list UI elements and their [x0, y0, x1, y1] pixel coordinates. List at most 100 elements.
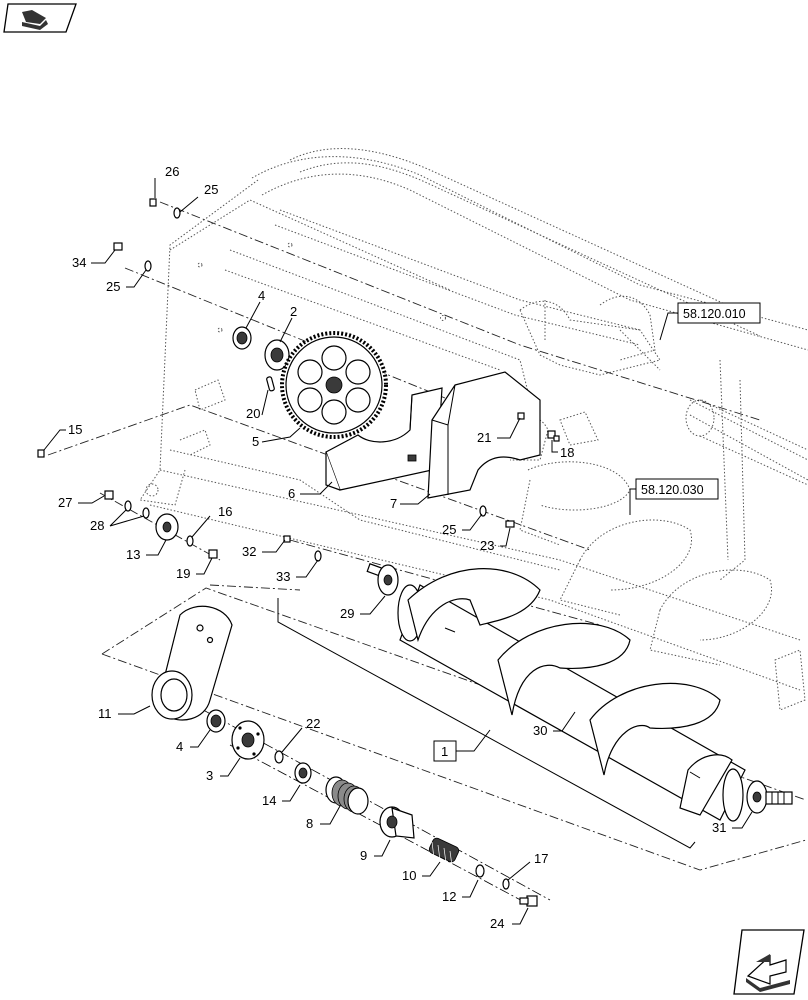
callout-12: 12	[442, 879, 479, 904]
stub-shaft-part-29	[366, 563, 399, 596]
washers-part-28	[124, 500, 150, 519]
callout-27: 27	[58, 495, 105, 510]
svg-text:4: 4	[176, 739, 183, 754]
svg-text:33: 33	[276, 569, 290, 584]
cover-part-7	[427, 371, 541, 499]
callout-14: 14	[262, 784, 301, 808]
callout-4-top: 4	[245, 288, 265, 329]
svg-text:25: 25	[106, 279, 120, 294]
svg-text:16: 16	[218, 504, 232, 519]
washer-part-16	[186, 535, 194, 547]
svg-text:24: 24	[490, 916, 504, 931]
nut-part-19	[208, 549, 218, 559]
svg-text:9: 9	[360, 848, 367, 863]
callout-19: 19	[176, 557, 213, 581]
callout-31: 31	[712, 811, 753, 835]
bolt-part-24	[519, 895, 538, 907]
callout-7: 7	[390, 493, 431, 511]
callout-25-low: 25	[442, 513, 483, 537]
bearing-part-4	[232, 326, 252, 350]
svg-text:25: 25	[442, 522, 456, 537]
callout-11: 11	[98, 705, 151, 721]
nut-part-18	[547, 430, 560, 442]
svg-text:14: 14	[262, 793, 276, 808]
callout-26: 26	[154, 164, 179, 198]
svg-text:58.120.030: 58.120.030	[641, 483, 704, 497]
svg-text:10: 10	[402, 868, 416, 883]
svg-text:34: 34	[72, 255, 86, 270]
washer-part-33	[314, 550, 322, 562]
svg-text:23: 23	[480, 538, 494, 553]
callout-13: 13	[126, 539, 167, 562]
washer-part-17	[502, 878, 510, 890]
svg-text:28: 28	[90, 518, 104, 533]
svg-text:11: 11	[98, 706, 112, 721]
washer-part-12	[475, 864, 485, 878]
sprocket-part-5	[280, 331, 388, 439]
svg-text:21: 21	[477, 430, 491, 445]
bolt-part-21	[517, 412, 525, 420]
callout-2: 2	[279, 304, 297, 343]
snap-ring-part-22	[274, 750, 284, 764]
svg-text:30: 30	[533, 723, 547, 738]
splined-hub-part-10	[428, 837, 460, 867]
clutch-part-9	[379, 806, 415, 839]
arm-plate-part-11	[151, 605, 233, 721]
callout-30: 30	[533, 711, 576, 738]
callout-34: 34	[72, 249, 116, 270]
nut-part-27	[104, 490, 114, 500]
callout-4-lower: 4	[176, 729, 211, 754]
svg-text:13: 13	[126, 547, 140, 562]
svg-text:29: 29	[340, 606, 354, 621]
bolt-part-32	[283, 535, 291, 543]
svg-text:19: 19	[176, 566, 190, 581]
washer-part-25-top	[173, 207, 181, 219]
reference-box-58-120-010[interactable]: 58.120.010	[659, 302, 761, 341]
callout-17: 17	[507, 851, 548, 881]
svg-text:58.120.010: 58.120.010	[683, 307, 746, 321]
svg-text:17: 17	[534, 851, 548, 866]
auger-part-30	[397, 568, 746, 822]
callout-1: 1	[433, 729, 491, 762]
callout-5: 5	[252, 427, 301, 449]
callout-15: 15	[43, 422, 82, 451]
svg-text:32: 32	[242, 544, 256, 559]
pin-part-20	[266, 376, 275, 392]
shield-part-6	[325, 387, 443, 491]
spring-part-8	[325, 776, 369, 815]
svg-text:25: 25	[204, 182, 218, 197]
svg-text:6: 6	[288, 486, 295, 501]
svg-text:5: 5	[252, 434, 259, 449]
callout-25-mid: 25	[106, 269, 147, 294]
callout-28: 28	[90, 509, 145, 533]
callout-10: 10	[402, 861, 441, 883]
svg-text:4: 4	[258, 288, 265, 303]
svg-text:18: 18	[560, 445, 574, 460]
next-page-arrow-icon[interactable]	[733, 929, 805, 995]
washer-part-14	[294, 762, 312, 784]
callout-25-top: 25	[179, 182, 218, 213]
callout-3: 3	[206, 757, 241, 783]
washer-part-25	[479, 505, 487, 517]
bolt-part-15	[37, 449, 45, 458]
washer-part-25-mid	[144, 260, 152, 272]
reference-box-58-120-030[interactable]: 58.120.030	[629, 478, 719, 515]
callout-18: 18	[551, 440, 574, 460]
svg-text:7: 7	[390, 496, 397, 511]
callout-22: 22	[281, 716, 320, 753]
callout-32: 32	[242, 539, 286, 559]
svg-text:27: 27	[58, 495, 72, 510]
callout-29: 29	[340, 595, 386, 621]
book-page-icon[interactable]	[3, 3, 77, 33]
bolt-part-23	[505, 520, 515, 528]
svg-text:3: 3	[206, 768, 213, 783]
flange-part-2	[264, 339, 290, 371]
callout-33: 33	[276, 559, 319, 584]
callout-24: 24	[490, 907, 529, 931]
callout-20: 20	[246, 389, 269, 421]
svg-text:2: 2	[290, 304, 297, 319]
bearing-part-4-lower	[206, 709, 226, 733]
callout-8: 8	[306, 805, 341, 831]
bolt-part-34	[113, 242, 123, 251]
